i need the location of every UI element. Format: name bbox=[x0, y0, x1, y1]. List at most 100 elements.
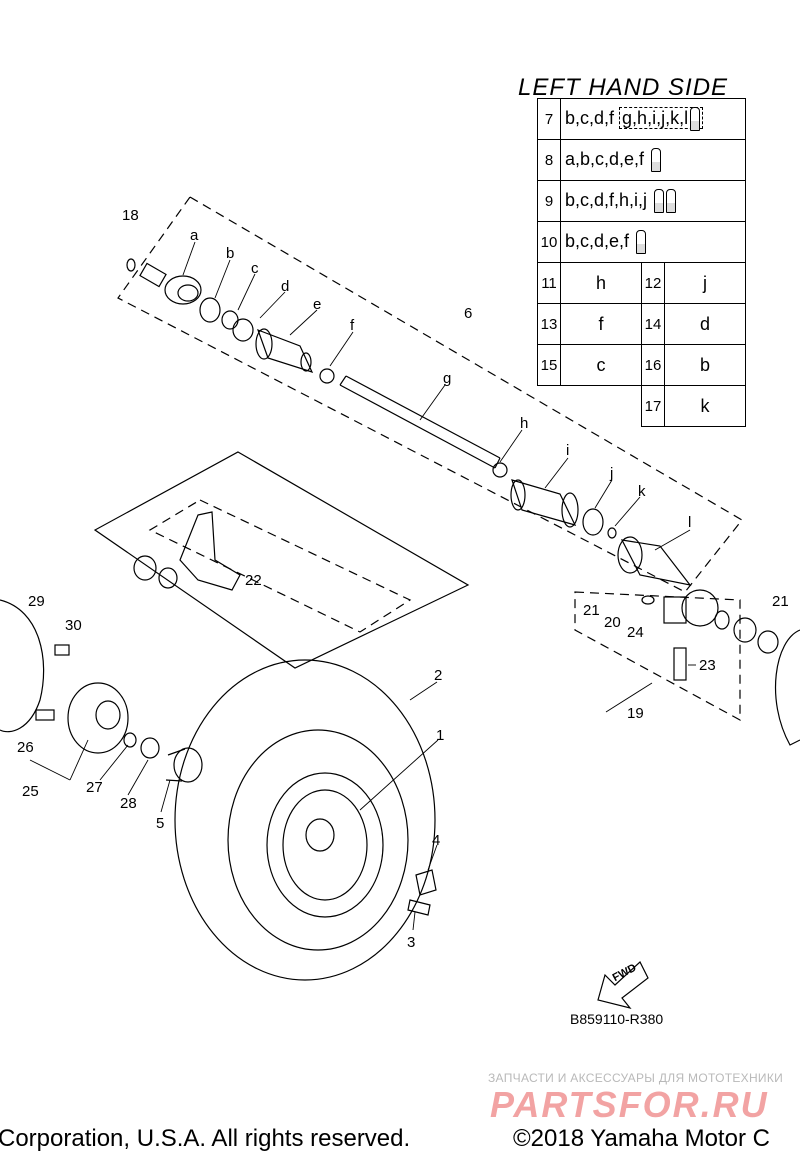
row-parts: b,c,d,f,h,i,j bbox=[560, 180, 746, 222]
right-hub-outline bbox=[574, 591, 741, 722]
callout-j: j bbox=[609, 465, 613, 482]
grease-tube-icon bbox=[690, 107, 701, 131]
callout-i: i bbox=[566, 442, 569, 459]
callout-21-right: 21 bbox=[772, 593, 789, 610]
hub-right bbox=[681, 589, 719, 627]
hub-25 bbox=[67, 682, 129, 754]
callout-24: 24 bbox=[627, 624, 644, 641]
row-parts-text: a,b,c,d,e,f bbox=[565, 148, 645, 169]
tire-2 bbox=[174, 659, 436, 981]
callout-f: f bbox=[350, 317, 355, 334]
callout-d: d bbox=[281, 278, 289, 295]
band-h bbox=[492, 462, 508, 478]
watermark-logo: PARTSFOR.RU bbox=[490, 1084, 769, 1125]
pair-number: 12 bbox=[641, 262, 665, 304]
callout-20: 20 bbox=[604, 614, 621, 631]
seal-right bbox=[714, 610, 730, 630]
steering-knuckle bbox=[179, 511, 241, 591]
callout-19: 19 bbox=[627, 705, 644, 722]
nut-4 bbox=[415, 869, 437, 896]
row-parts-boxed: g,h,i,j,k,l bbox=[619, 106, 704, 131]
table-row: 11 h 12 j bbox=[537, 262, 746, 304]
bolt-23 bbox=[673, 647, 687, 681]
row-parts: b,c,d,f g,h,i,j,k,l bbox=[560, 98, 746, 140]
grease-tube-icon bbox=[636, 230, 647, 254]
row-parts: b,c,d,e,f bbox=[560, 221, 746, 263]
callout-5: 5 bbox=[156, 815, 164, 832]
callout-3: 3 bbox=[407, 934, 415, 951]
pair-value: k bbox=[664, 385, 746, 427]
table-row: 8 a,b,c,d,e,f bbox=[537, 139, 746, 181]
wheel-center bbox=[305, 818, 335, 852]
sensor-bracket bbox=[663, 596, 687, 624]
callout-22: 22 bbox=[245, 572, 262, 589]
callout-c: c bbox=[251, 260, 259, 277]
bearing-outline bbox=[148, 499, 412, 633]
watermark-text: ЗАПЧАСТИ И АКСЕССУАРЫ ДЛЯ МОТОТЕХНИКИ bbox=[488, 1071, 784, 1085]
callout-21-left: 21 bbox=[583, 602, 600, 619]
brake-disc-right bbox=[774, 629, 800, 746]
tire-inner bbox=[227, 729, 409, 951]
footer-copyright-left: Corporation, U.S.A. All rights reserved. bbox=[0, 1125, 411, 1152]
bearing-left-1 bbox=[133, 555, 157, 581]
band-d bbox=[232, 318, 254, 342]
parts-combination-table: 7 b,c,d,f g,h,i,j,k,l 8 a,b,c,d,e,f 9 b,… bbox=[537, 98, 746, 427]
hub-5 bbox=[165, 747, 203, 783]
row-parts-text: b,c,d,f bbox=[565, 107, 615, 128]
callout-18: 18 bbox=[122, 207, 139, 224]
row-parts-text: b,c,d,e,f bbox=[565, 230, 630, 251]
row-parts: a,b,c,d,e,f bbox=[560, 139, 746, 181]
circlip-18 bbox=[126, 258, 136, 272]
stud-3 bbox=[407, 899, 431, 916]
row-number: 7 bbox=[537, 98, 561, 140]
grease-tube-icon bbox=[654, 189, 665, 213]
boot-e bbox=[255, 328, 314, 373]
fwd-arrow bbox=[597, 961, 649, 1010]
pair-value: f bbox=[560, 303, 642, 345]
footer-copyright-right: ©2018 Yamaha Motor C bbox=[513, 1125, 770, 1152]
pair-value: c bbox=[560, 344, 642, 386]
bolt-26 bbox=[35, 709, 55, 721]
boxed-text: g,h,i,j,k,l bbox=[622, 107, 689, 128]
callout-29: 29 bbox=[28, 593, 45, 610]
callout-g: g bbox=[443, 370, 451, 387]
row-number: 10 bbox=[537, 221, 561, 263]
table-row: 15 c 16 b bbox=[537, 344, 746, 386]
row-parts-text: b,c,d,f,h,i,j bbox=[565, 189, 648, 210]
grease-tube-icon bbox=[666, 189, 677, 213]
wheel-rim bbox=[282, 789, 368, 901]
knuckle-outline bbox=[93, 451, 470, 669]
callout-30: 30 bbox=[65, 617, 82, 634]
callout-l: l bbox=[688, 514, 691, 531]
empty-cell bbox=[561, 386, 642, 427]
callout-k: k bbox=[638, 483, 646, 500]
band-j bbox=[582, 508, 604, 536]
shaft-assembly-outline bbox=[117, 196, 743, 593]
pair-number: 11 bbox=[537, 262, 561, 304]
bearing-left-2 bbox=[158, 567, 178, 589]
callout-e: e bbox=[313, 296, 321, 313]
table-row: 10 b,c,d,e,f bbox=[537, 221, 746, 263]
grease-tube-icon bbox=[651, 148, 662, 172]
pair-value: d bbox=[664, 303, 746, 345]
pair-value: j bbox=[664, 262, 746, 304]
callout-h: h bbox=[520, 415, 528, 432]
table-row: 7 b,c,d,f g,h,i,j,k,l bbox=[537, 98, 746, 140]
pair-value: b bbox=[664, 344, 746, 386]
pair-number: 15 bbox=[537, 344, 561, 386]
callout-25: 25 bbox=[22, 783, 39, 800]
pair-number: 13 bbox=[537, 303, 561, 345]
circlip-k bbox=[607, 527, 617, 539]
bolt-30 bbox=[54, 644, 70, 656]
table-row: 17 k bbox=[538, 385, 746, 427]
table-row: 9 b,c,d,f,h,i,j bbox=[537, 180, 746, 222]
pair-number: 16 bbox=[641, 344, 665, 386]
callout-a: a bbox=[190, 227, 199, 244]
table-title: LEFT HAND SIDE bbox=[518, 74, 729, 101]
pair-number: 14 bbox=[641, 303, 665, 345]
callout-4: 4 bbox=[432, 832, 440, 849]
pair-value: h bbox=[560, 262, 642, 304]
clamp-c bbox=[221, 310, 239, 330]
brake-disc-left bbox=[0, 599, 45, 733]
